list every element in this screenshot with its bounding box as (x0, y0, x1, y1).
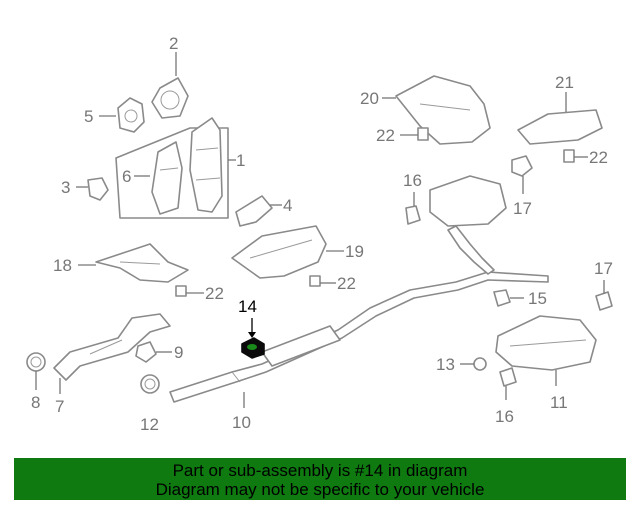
part-17-hanger-lower[interactable] (595, 291, 613, 311)
part-22-bolt-middle[interactable] (309, 275, 321, 287)
label-19: 19 (345, 242, 364, 261)
part-16-hanger-lower[interactable] (499, 367, 517, 387)
label-5: 5 (84, 107, 93, 126)
part-18-heat-shield[interactable] (95, 243, 189, 283)
part-20-heat-shield[interactable] (395, 75, 491, 145)
part-21-heat-shield[interactable] (517, 109, 603, 145)
part-10-center-pipe[interactable] (169, 271, 549, 403)
label-7: 7 (55, 397, 64, 416)
part-11-muffler[interactable] (495, 315, 597, 371)
banner-line-1: Part or sub-assembly is #14 in diagram (172, 461, 468, 480)
label-22-left: 22 (205, 284, 224, 303)
label-9: 9 (174, 343, 183, 362)
label-8: 8 (31, 393, 40, 412)
part-7-front-pipe[interactable] (53, 313, 171, 381)
part-1-converter-assembly[interactable] (115, 117, 229, 219)
label-11: 11 (550, 393, 568, 412)
info-banner: Part or sub-assembly is #14 in diagram D… (14, 458, 626, 500)
rear-muffler-upper[interactable] (429, 175, 507, 275)
part-14-rubber-hanger-highlighted[interactable] (241, 337, 265, 359)
label-22-top: 22 (376, 126, 395, 145)
label-10: 10 (232, 413, 251, 432)
exhaust-system-diagram: 2 5 1 6 3 4 18 22 (26, 34, 613, 434)
part-19-heat-shield[interactable] (231, 225, 327, 279)
label-21: 21 (555, 73, 574, 92)
part-22-bolt-right[interactable] (563, 149, 575, 163)
label-2: 2 (169, 34, 178, 53)
label-3: 3 (61, 178, 70, 197)
part-8-gasket[interactable] (26, 352, 46, 372)
part-13-gasket[interactable] (473, 357, 487, 371)
label-16-upper: 16 (403, 171, 422, 190)
banner-line-2: Diagram may not be specific to your vehi… (155, 480, 485, 499)
part-22-bolt-left[interactable] (175, 285, 187, 297)
label-20: 20 (360, 89, 379, 108)
part-17-hanger-upper[interactable] (511, 155, 533, 177)
part-15-hanger[interactable] (493, 289, 511, 307)
label-6: 6 (122, 167, 131, 186)
part-9-hanger[interactable] (135, 341, 157, 363)
part-12-gasket[interactable] (140, 374, 160, 394)
part-2-gasket[interactable] (151, 77, 189, 119)
part-3-bracket[interactable] (87, 177, 109, 201)
label-15: 15 (528, 289, 547, 308)
part-5-flange[interactable] (117, 97, 145, 133)
part-22-bolt-top[interactable] (417, 127, 429, 141)
label-14: 14 (238, 297, 257, 316)
part-4-bracket[interactable] (235, 195, 273, 227)
label-16-lower: 16 (495, 407, 514, 426)
label-22-middle: 22 (337, 274, 356, 293)
label-17-upper: 17 (513, 199, 532, 218)
label-1: 1 (236, 151, 245, 170)
label-12: 12 (140, 415, 159, 434)
label-13: 13 (436, 355, 455, 374)
label-17-lower: 17 (594, 259, 613, 278)
label-22-right: 22 (589, 148, 608, 167)
label-4: 4 (283, 196, 292, 215)
label-18: 18 (53, 256, 72, 275)
part-16-hanger-upper[interactable] (405, 205, 421, 225)
